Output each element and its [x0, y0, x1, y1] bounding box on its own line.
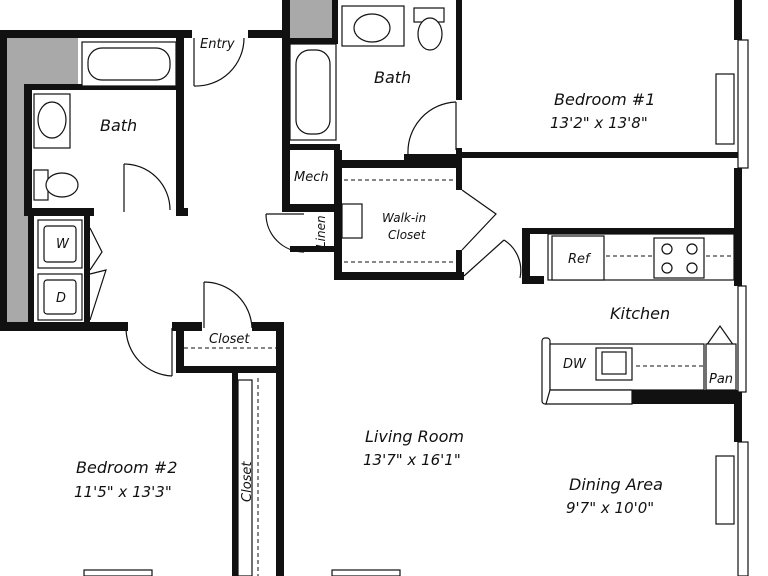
room-label-bedroom1: Bedroom #1 [554, 90, 655, 109]
fridge-label: Ref [568, 252, 592, 267]
doors [89, 37, 735, 377]
windows [83, 39, 749, 576]
room-label-hall-closet: Closet [209, 332, 250, 347]
room-label-bath-left: Bath [100, 116, 137, 135]
room-label-entry: Entry [200, 37, 235, 52]
room-label-bath-right: Bath [374, 68, 411, 87]
room-label-bedroom2: Bedroom #2 [76, 458, 177, 477]
room-label-linen: Linen [314, 215, 328, 248]
room-label-walkin-1: Walk-in [382, 211, 426, 225]
room-label-bedroom2-closet: Closet [240, 461, 255, 502]
washer-label: W [56, 237, 70, 252]
room-dims-bedroom1: 13'2" x 13'8" [550, 114, 648, 132]
dishwasher-label: DW [563, 357, 587, 372]
fixtures [33, 5, 737, 576]
room-label-living: Living Room [365, 427, 464, 446]
room-label-dining: Dining Area [569, 475, 663, 494]
room-label-kitchen: Kitchen [610, 304, 670, 323]
room-dims-dining: 9'7" x 10'0" [566, 499, 654, 517]
shaded-corner-left [32, 38, 78, 84]
dryer-label: D [56, 291, 66, 306]
room-label-mech: Mech [294, 170, 329, 185]
walls [0, 0, 742, 576]
room-label-walkin-2: Closet [388, 228, 427, 242]
pantry-label: Pan [709, 372, 733, 387]
shaded-corner-right-bath [290, 0, 332, 38]
room-dims-bedroom2: 11'5" x 13'3" [74, 483, 172, 501]
room-dims-living: 13'7" x 16'1" [363, 451, 461, 469]
